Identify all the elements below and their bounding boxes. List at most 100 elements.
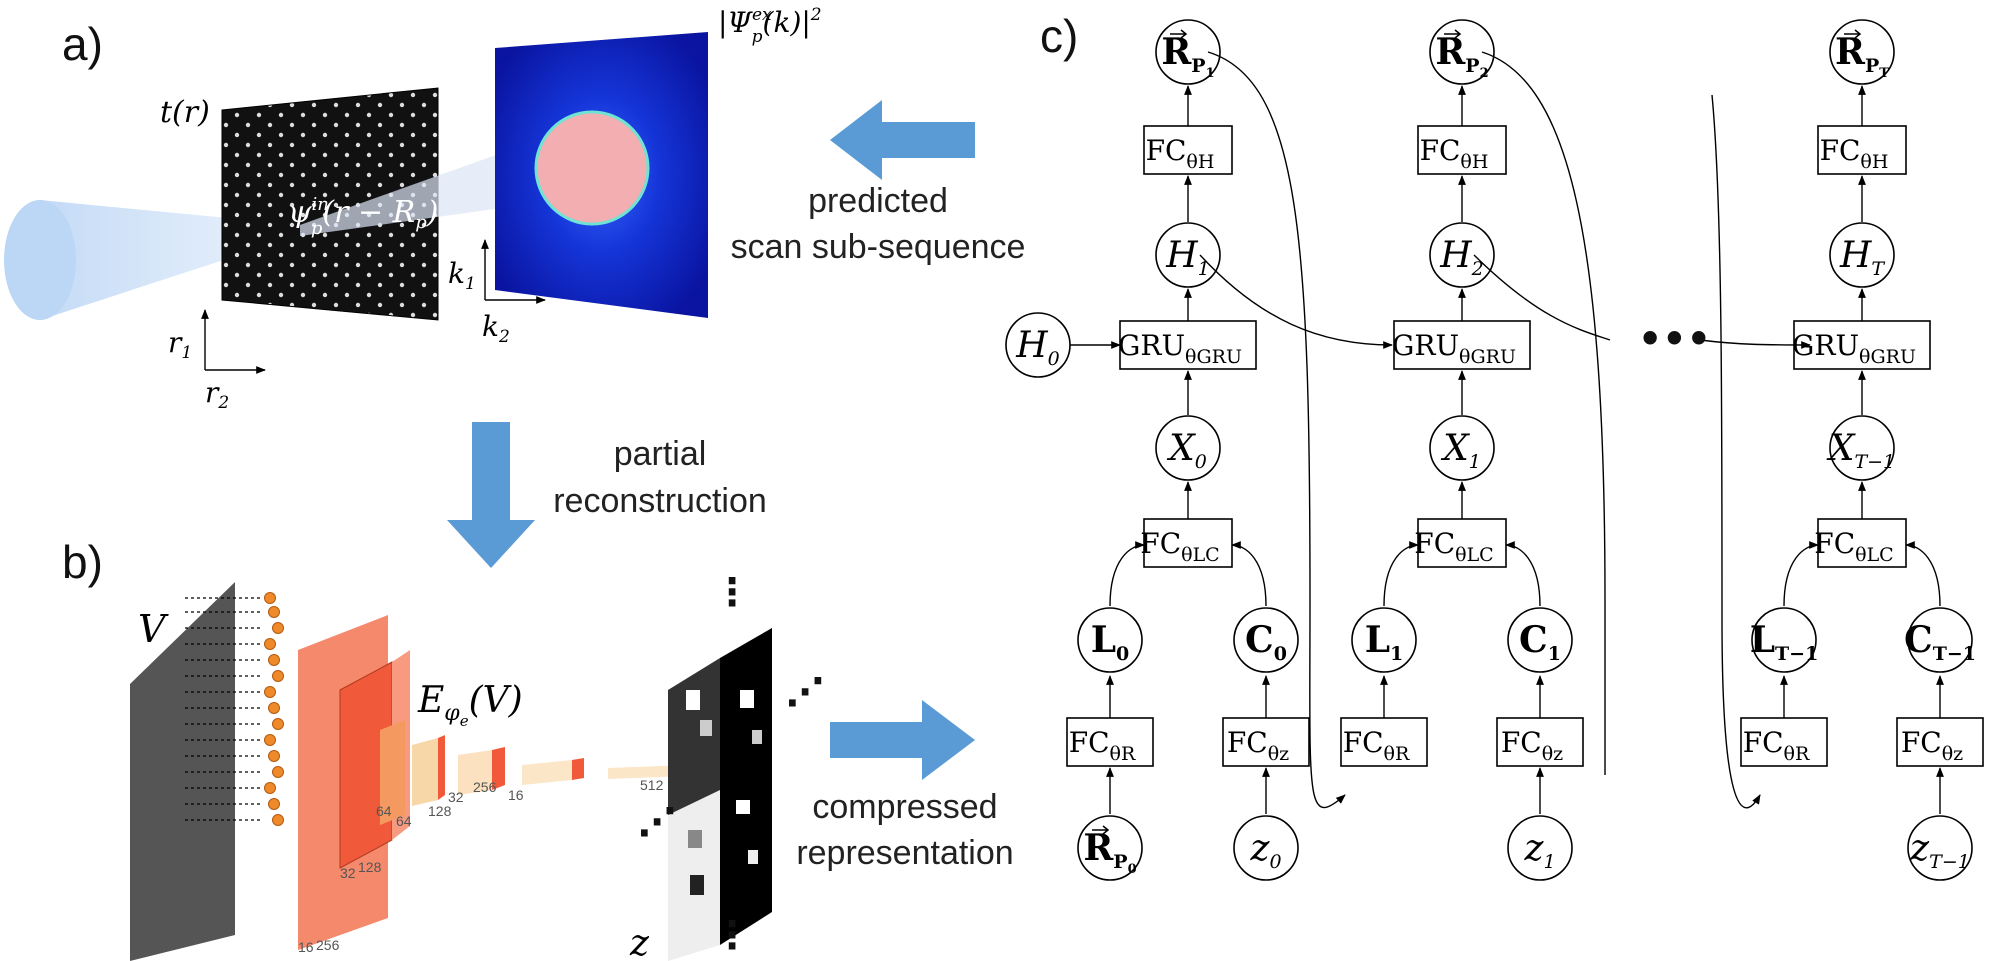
- input-feature-circle: [1829, 415, 1895, 481]
- hidden-state: H1: [1165, 235, 1210, 280]
- latent-label: z: [629, 923, 650, 961]
- edge-h1-gru2: [1199, 254, 1393, 349]
- svg-text:128: 128: [428, 803, 452, 819]
- latent-input: z1: [1523, 828, 1555, 873]
- fc-h-box: [1417, 125, 1507, 175]
- fc-h: FCθH: [1820, 134, 1889, 173]
- panel-label-a: a): [62, 18, 103, 70]
- input-position: RP0: [1083, 827, 1136, 877]
- edge-c-fclc: [1505, 541, 1541, 607]
- content-embedding: C1: [1519, 619, 1561, 665]
- compressed-caption-line1: compressed: [812, 788, 997, 826]
- fc-z-box: [1896, 717, 1984, 767]
- fc-z: FCθz: [1227, 726, 1289, 765]
- edge-c-fclc: [1231, 541, 1267, 607]
- input-feature: X0: [1166, 428, 1207, 473]
- compressed-caption-line2: representation: [796, 834, 1013, 872]
- output-position-circle: [1429, 19, 1495, 85]
- output-position: RP2: [1435, 31, 1488, 81]
- panel-label-b: b): [62, 536, 103, 588]
- gru-box: [1393, 320, 1531, 370]
- sampled-point: [264, 734, 276, 746]
- hidden-state-circle: [1829, 222, 1895, 288]
- sampled-point: [272, 814, 284, 826]
- svg-text:32: 32: [340, 865, 356, 881]
- latent-input: zT−1: [1909, 828, 1970, 873]
- encoder-network: [298, 615, 740, 950]
- latent-dots-left: ⋰: [638, 800, 676, 844]
- transmission-label: t(r): [160, 95, 210, 130]
- svg-text:H0: H0: [1015, 325, 1060, 370]
- predicted-caption-line1: predicted: [808, 182, 948, 220]
- compressed-arrow: [830, 700, 975, 780]
- volume-plane: [130, 582, 235, 961]
- output-position: RPT: [1835, 31, 1889, 81]
- fc-z-box: [1222, 717, 1310, 767]
- feedback-r1: [1207, 51, 1346, 809]
- edge-c-fclc: [1905, 541, 1941, 607]
- layer-size-labels: 16 256 32 128 64 64 128 32 256 16 512 8: [298, 775, 738, 955]
- fc-h: FCθH: [1146, 134, 1215, 173]
- location-embedding: L0: [1091, 619, 1130, 665]
- svg-text:256: 256: [316, 937, 340, 953]
- svg-text:64: 64: [376, 803, 392, 819]
- fc-r: FCθR: [1069, 726, 1136, 765]
- sampled-point: [268, 654, 280, 666]
- latent-input-circle: [1907, 815, 1973, 881]
- edge-l-fclc: [1383, 541, 1419, 607]
- feedback-r2: [1481, 51, 1606, 775]
- fc-h-box: [1817, 125, 1907, 175]
- partial-reconstruction-arrow: [447, 422, 535, 568]
- latent-input-circle: [1507, 815, 1573, 881]
- edge-hprev-gruT: [1699, 339, 1811, 349]
- svg-text:256: 256: [473, 779, 497, 795]
- location-embedding-circle: [1751, 607, 1817, 673]
- partial-caption-line2: reconstruction: [553, 482, 767, 520]
- location-embedding: L1: [1365, 619, 1404, 665]
- sampled-point: [272, 718, 284, 730]
- content-embedding-circle: [1507, 607, 1573, 673]
- fc-lc: FCθLC: [1814, 527, 1893, 566]
- fc-r: FCθR: [1743, 726, 1810, 765]
- svg-text:64: 64: [396, 813, 412, 829]
- output-position-circle: [1829, 19, 1895, 85]
- sampled-point: [268, 606, 280, 618]
- predicted-caption-line2: scan sub-sequence: [731, 228, 1026, 266]
- content-embedding: C0: [1245, 619, 1287, 665]
- svg-text:32: 32: [448, 789, 464, 805]
- fc-r-box: [1340, 717, 1428, 767]
- latent-dots-right: ⋰: [786, 670, 824, 714]
- real-space-axes: r1 r2: [168, 309, 266, 413]
- hidden-state: H2: [1439, 235, 1484, 280]
- latent-dots-top: ⋮: [713, 570, 751, 614]
- svg-text:512: 512: [640, 777, 664, 793]
- svg-text:16: 16: [298, 939, 314, 955]
- fc-z: FCθz: [1501, 726, 1563, 765]
- sampled-point: [272, 622, 284, 634]
- vector-arrow-icon: [1844, 29, 1862, 39]
- input-feature: XT−1: [1826, 428, 1895, 473]
- location-embedding: LT−1: [1750, 619, 1819, 665]
- location-embedding-circle: [1351, 607, 1417, 673]
- fc-lc: FCθLC: [1414, 527, 1493, 566]
- partial-caption-line1: partial: [614, 435, 707, 473]
- vector-arrow-icon: [1170, 29, 1188, 39]
- hidden-state-circle: [1429, 222, 1495, 288]
- fc-r-box: [1740, 717, 1828, 767]
- output-position: RP1: [1161, 31, 1214, 81]
- point-rays: [185, 592, 284, 826]
- volume-label: V: [138, 607, 169, 651]
- gru: GRUθGRU: [1392, 329, 1516, 368]
- fc-z-box: [1496, 717, 1584, 767]
- content-embedding-circle: [1907, 607, 1973, 673]
- diffraction-plane: [495, 32, 708, 318]
- latent-dots-bottom: ⋮: [713, 913, 751, 957]
- fc-r-box: [1066, 717, 1154, 767]
- sampled-point: [264, 782, 276, 794]
- input-feature-circle: [1155, 415, 1221, 481]
- feedback-rprev: [1711, 94, 1761, 809]
